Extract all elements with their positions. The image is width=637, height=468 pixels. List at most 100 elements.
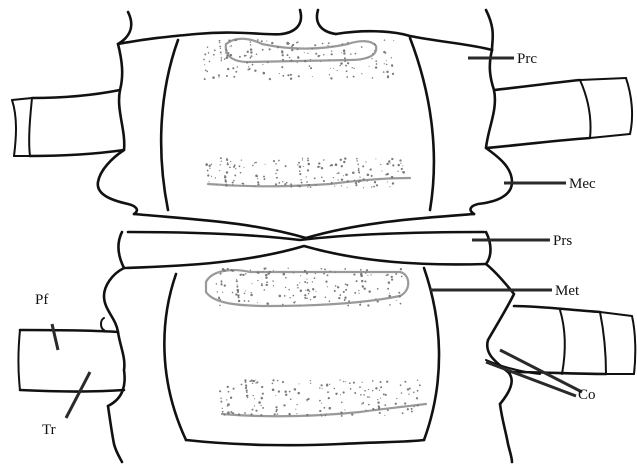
stipple-dot: [225, 53, 226, 54]
stipple-dot: [248, 66, 249, 67]
stipple-dot: [281, 66, 283, 68]
stipple-dot: [312, 76, 313, 77]
stipple-dot: [351, 413, 353, 415]
stipple-dot: [297, 164, 298, 165]
stipple-dot: [252, 64, 254, 66]
stipple-dot: [296, 42, 298, 44]
stipple-dot: [293, 272, 294, 273]
stipple-dot: [372, 53, 373, 54]
stipple-dot: [386, 381, 388, 383]
stipple-dot: [209, 168, 210, 169]
stipple-dot: [322, 43, 324, 45]
label-co: Co: [578, 387, 596, 403]
stipple-dot: [242, 183, 244, 185]
stipple-dot: [328, 42, 330, 44]
stipple-dot: [411, 408, 413, 410]
stipple-dot: [283, 404, 285, 406]
stipple-dot: [315, 184, 317, 186]
stipple-dot: [257, 178, 258, 179]
stipple-dot: [391, 276, 393, 278]
stipple-dot: [391, 158, 393, 160]
stipple-dot: [352, 67, 353, 68]
stipple-dot: [209, 61, 210, 62]
stipple-dot: [278, 182, 280, 184]
stipple-dot: [331, 182, 333, 184]
stipple-dot: [257, 271, 259, 273]
stipple-dot: [286, 42, 289, 45]
label-mec: Mec: [569, 176, 596, 192]
stipple-dot: [375, 387, 377, 389]
stipple-dot: [330, 68, 331, 69]
stipple-dot: [389, 304, 391, 306]
stipple-dot: [230, 161, 231, 162]
stipple-dot: [242, 274, 244, 276]
stipple-dot: [331, 53, 333, 55]
stipple-dot: [354, 392, 356, 394]
stipple-dot: [344, 297, 346, 299]
stipple-dot: [226, 57, 229, 60]
stipple-dot: [344, 157, 346, 159]
bone-stipple: [203, 39, 421, 417]
stipple-dot: [257, 280, 258, 281]
stipple-dot: [265, 277, 267, 279]
stipple-dot: [219, 46, 221, 48]
stipple-dot: [380, 398, 381, 399]
stipple-dot: [347, 42, 349, 44]
stipple-dot: [324, 407, 326, 409]
stipple-dot: [241, 384, 243, 386]
stipple-dot: [324, 268, 326, 270]
stipple-dot: [237, 284, 238, 285]
stipple-dot: [213, 54, 215, 56]
stipple-dot: [374, 43, 376, 45]
stipple-dot: [321, 167, 323, 169]
stipple-dot: [335, 163, 338, 166]
stipple-dot: [290, 186, 292, 188]
stipple-dot: [347, 180, 349, 182]
stipple-dot: [294, 388, 297, 391]
stipple-dot: [221, 57, 223, 59]
stipple-dot: [319, 55, 320, 56]
stipple-dot: [219, 42, 220, 43]
stipple-dot: [361, 280, 363, 282]
stipple-dot: [329, 384, 330, 385]
stipple-dot: [257, 39, 259, 41]
stipple-dot: [219, 305, 221, 307]
stipple-dot: [319, 410, 321, 412]
stipple-dot: [267, 61, 269, 63]
stipple-dot: [360, 302, 361, 303]
stipple-dot: [205, 69, 207, 71]
stipple-dot: [373, 186, 375, 188]
stipple-dot: [297, 185, 299, 187]
stipple-dot: [224, 284, 226, 286]
stipple-dot: [379, 390, 380, 391]
stipple-dot: [278, 391, 280, 393]
stipple-dot: [344, 410, 345, 411]
stipple-dot: [227, 163, 229, 165]
stipple-dot: [298, 162, 300, 164]
stipple-dot: [372, 380, 374, 382]
stipple-dot: [395, 403, 397, 405]
stipple-dot: [244, 412, 246, 414]
stipple-dot: [227, 405, 229, 407]
stipple-dot: [266, 281, 268, 283]
stipple-dot: [216, 283, 218, 285]
stipple-dot: [229, 166, 231, 168]
stipple-dot: [306, 181, 308, 183]
stipple-dot: [250, 44, 252, 46]
stipple-dot: [305, 290, 306, 291]
stipple-dot: [237, 291, 239, 293]
stipple-dot: [383, 71, 385, 73]
stipple-dot: [299, 186, 301, 188]
stipple-dot: [341, 401, 343, 403]
stipple-dot: [341, 178, 343, 180]
stipple-dot: [256, 53, 258, 55]
stipple-dot: [411, 410, 413, 412]
stipple-dot: [321, 403, 322, 404]
stipple-dot: [232, 292, 234, 294]
stipple-dot: [315, 273, 316, 274]
stipple-dot: [299, 282, 300, 283]
stipple-dot: [341, 43, 343, 45]
stipple-dot: [241, 274, 242, 275]
stipple-dot: [388, 160, 390, 162]
stipple-dot: [266, 302, 269, 305]
